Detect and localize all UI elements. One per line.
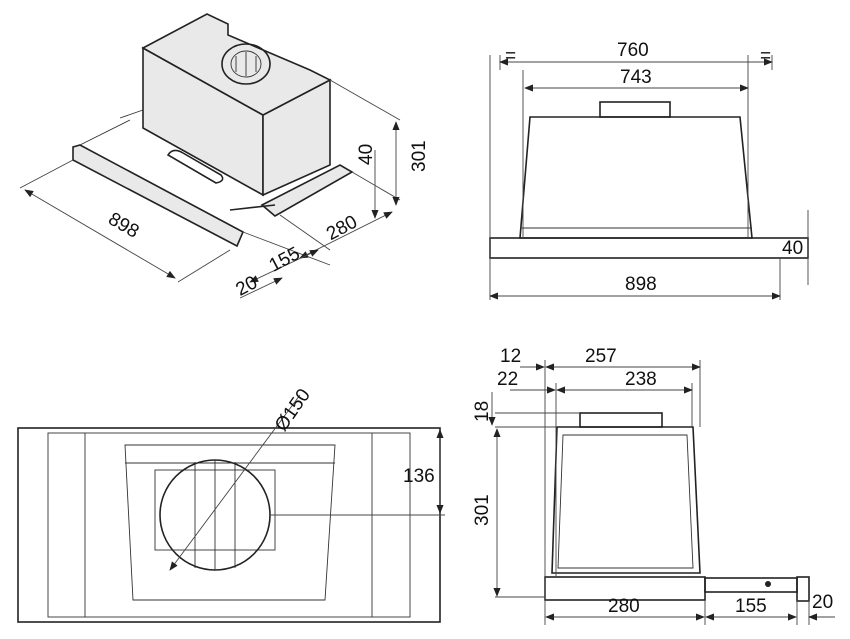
dim-40-iso: 40 bbox=[356, 144, 377, 165]
dim-301-iso: 301 bbox=[409, 140, 430, 172]
fan-outlet bbox=[221, 43, 271, 85]
dim-136: 136 bbox=[403, 466, 435, 487]
dim-18: 18 bbox=[472, 401, 493, 422]
bottom-outline bbox=[17, 427, 441, 623]
equal-mark-right: = bbox=[760, 46, 771, 67]
side-view: 12 257 22 238 18 301 280 155 20 bbox=[472, 346, 835, 625]
bottom-view: Ø150 136 bbox=[17, 385, 445, 623]
front-body bbox=[519, 116, 753, 239]
dim-760: 760 bbox=[617, 40, 649, 61]
dim-301-side: 301 bbox=[472, 494, 493, 526]
drawer bbox=[704, 577, 798, 593]
dim-257: 257 bbox=[585, 346, 617, 367]
dim-20-iso: 20 bbox=[233, 272, 262, 300]
dim-280-side: 280 bbox=[608, 596, 640, 617]
hood-body-top bbox=[141, 13, 332, 116]
dim-898-iso: 898 bbox=[105, 209, 143, 243]
dim-898-front: 898 bbox=[625, 274, 657, 295]
dim-40-front: 40 bbox=[782, 238, 803, 259]
dim-238: 238 bbox=[625, 369, 657, 390]
dim-280-iso: 280 bbox=[323, 212, 361, 245]
side-body bbox=[551, 426, 701, 574]
front-view: 760 = = 743 898 40 bbox=[489, 40, 809, 300]
front-panel bbox=[489, 237, 809, 259]
dim-20-side: 20 bbox=[812, 592, 833, 613]
dim-22: 22 bbox=[497, 369, 518, 390]
isometric-view: 898 301 40 280 155 20 bbox=[19, 13, 430, 301]
dim-12: 12 bbox=[500, 346, 521, 367]
dim-743: 743 bbox=[620, 67, 652, 88]
dim-155-side: 155 bbox=[735, 596, 767, 617]
handle bbox=[166, 149, 224, 184]
equal-mark-left: = bbox=[505, 46, 516, 67]
